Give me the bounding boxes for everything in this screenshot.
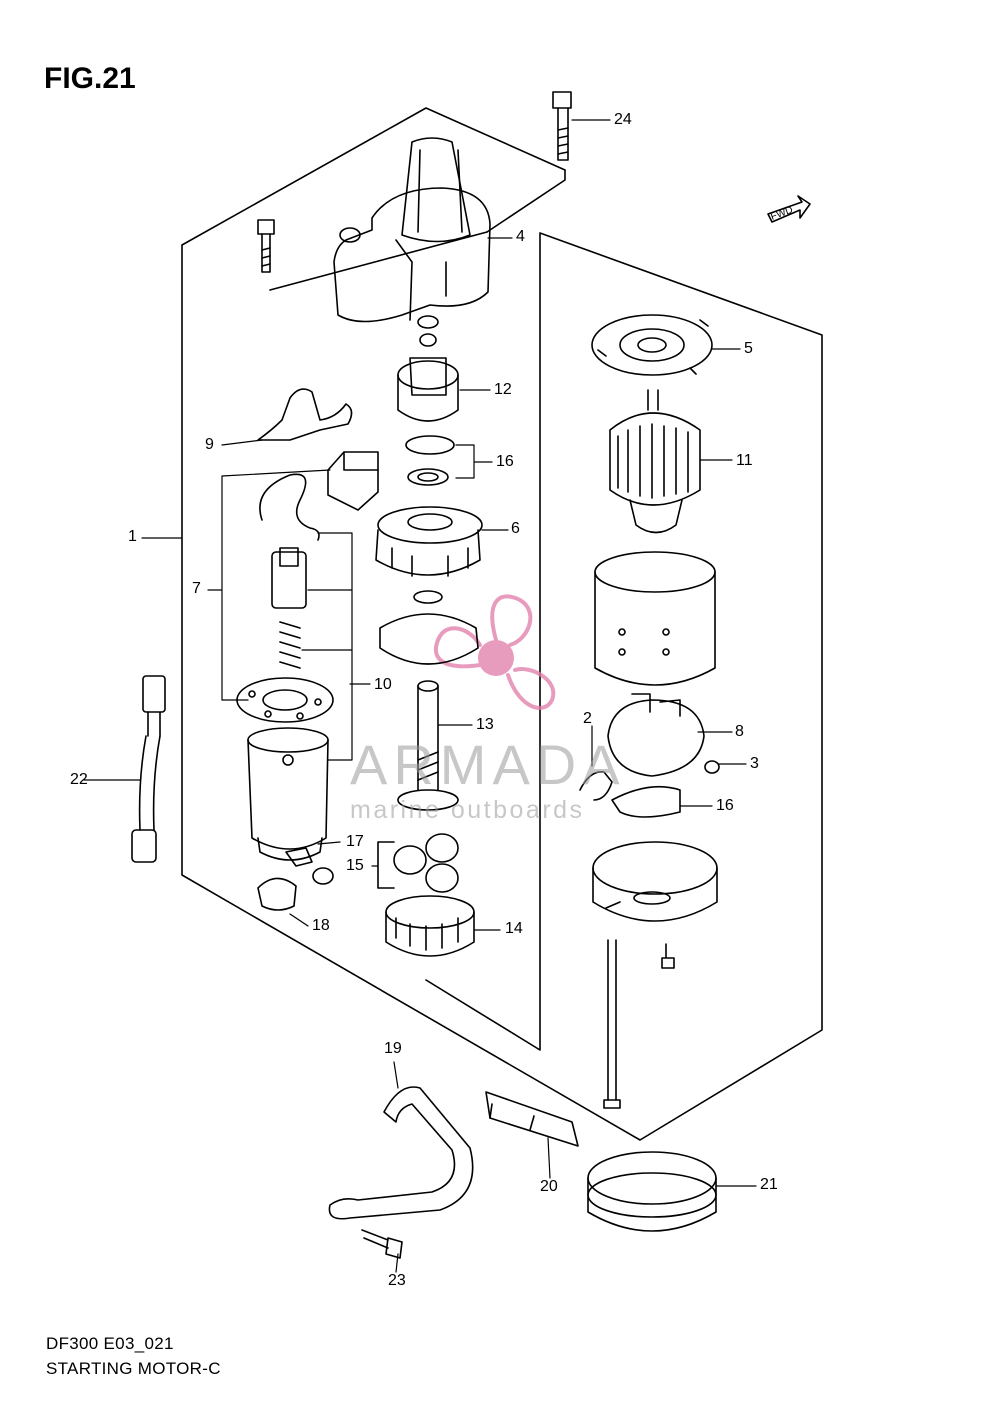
callout-3: 3 (750, 755, 759, 772)
callout-16-lower: 16 (716, 797, 734, 814)
part-7-plunger-icon (259, 451, 379, 669)
part-23-bolt-icon (361, 1229, 403, 1259)
callout-12: 12 (494, 381, 512, 398)
part-21-cover-ring-icon (587, 1151, 717, 1232)
part-22-wire-harness-icon (131, 675, 166, 863)
section-name: STARTING MOTOR-C (46, 1359, 221, 1378)
housing-bolt-icon (257, 219, 275, 273)
callout-13: 13 (476, 716, 494, 733)
part-24-bolt-icon (552, 91, 572, 161)
part-12-pinion-gear-icon (397, 315, 459, 422)
part-17-terminal-icon (285, 847, 334, 885)
part-20-rubber-cushion-icon (485, 1091, 579, 1147)
callout-20: 20 (540, 1178, 558, 1195)
callout-4: 4 (516, 228, 525, 245)
part-14-internal-gear-icon (385, 895, 475, 957)
o-ring-plate-icon (379, 590, 479, 665)
part-19-strap-band-icon (328, 1086, 474, 1220)
rear-housing-icon (592, 841, 718, 922)
callout-5: 5 (744, 340, 753, 357)
callout-10: 10 (374, 676, 392, 693)
part-15-planetary-gears-icon (377, 833, 459, 893)
part-18-clip-icon (257, 877, 297, 911)
assembly-outline (181, 107, 823, 1141)
callout-18: 18 (312, 917, 330, 934)
callout-23: 23 (388, 1272, 406, 1289)
motor-body-icon (247, 727, 329, 861)
callout-17: 17 (346, 833, 364, 850)
part-8-brush-holder-icon (579, 693, 720, 818)
part-6-bracket-cap-icon (375, 506, 483, 577)
callout-21: 21 (760, 1176, 778, 1193)
part-4-solenoid-housing-icon (333, 137, 491, 323)
callout-19: 19 (384, 1040, 402, 1057)
watermark-propeller-icon (434, 594, 556, 710)
field-yoke-icon (594, 551, 716, 686)
part-5-plate-icon (591, 314, 713, 376)
part-11-armature-icon (609, 389, 701, 534)
watermark-tagline: marine outboards (350, 796, 585, 824)
leader-lines (83, 119, 757, 1273)
part-9-fork-lever-icon (257, 388, 353, 441)
callout-6: 6 (511, 520, 520, 537)
through-bolt-icon (603, 939, 675, 1109)
callout-16-upper: 16 (496, 453, 514, 470)
callout-15: 15 (346, 857, 364, 874)
callout-22: 22 (70, 771, 88, 788)
part-10-gasket-icon (236, 677, 334, 723)
callout-8: 8 (735, 723, 744, 740)
figure-title: FIG.21 (44, 62, 136, 95)
fwd-direction-badge: FWD (767, 195, 811, 223)
callout-2: 2 (583, 710, 592, 727)
callout-7: 7 (192, 580, 201, 597)
callout-11: 11 (736, 452, 753, 469)
part-16-snap-ring-icon (405, 435, 455, 486)
callout-9: 9 (205, 436, 214, 453)
callout-14: 14 (505, 920, 523, 937)
part-13-drive-shaft-icon (397, 680, 459, 811)
fwd-label: FWD (769, 205, 794, 223)
callout-24: 24 (614, 111, 632, 128)
callout-1: 1 (128, 528, 137, 545)
watermark-brand: ARMADA (350, 733, 626, 796)
model-code: DF300 E03_021 (46, 1334, 174, 1353)
